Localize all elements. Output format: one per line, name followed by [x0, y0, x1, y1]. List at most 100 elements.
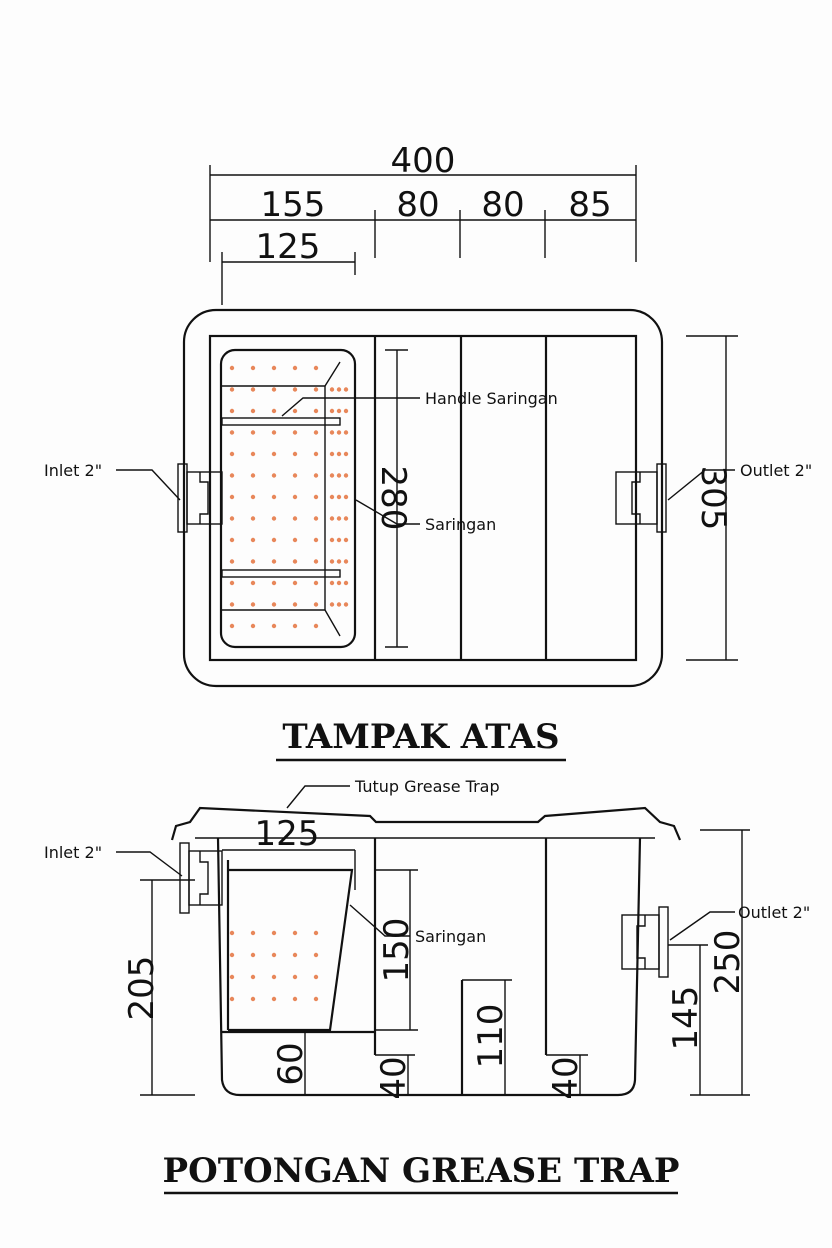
perforation-dot	[343, 537, 349, 543]
perforation-dot	[336, 494, 342, 500]
label-tutup-grease-trap: Tutup Grease Trap	[354, 777, 500, 796]
dim-total-depth: 305	[693, 466, 733, 531]
perforation-dot	[271, 387, 277, 392]
perforation-dot	[250, 516, 256, 521]
perforation-dot	[292, 537, 298, 543]
perforation-dot	[329, 451, 335, 457]
perforation-dot	[292, 623, 298, 629]
perforation-dot	[292, 430, 298, 435]
perforation-dot	[229, 494, 235, 500]
leader-handle	[281, 397, 420, 417]
perforation-dot	[292, 580, 298, 586]
perforation-dot	[343, 473, 349, 478]
top-view: 400 155 80 80 85 125 280 305	[44, 141, 812, 762]
perforation-dot	[329, 408, 335, 414]
perforation-dot	[271, 996, 277, 1002]
perforation-dot	[329, 494, 335, 500]
perforation-dot	[229, 623, 235, 629]
perforation-dot	[250, 387, 256, 392]
perforation-dot	[343, 602, 349, 607]
perforation-dot	[329, 430, 335, 435]
leader-inlet	[116, 469, 181, 501]
perforation-dot	[336, 580, 342, 586]
perforation-dot	[343, 387, 349, 392]
dim-basket-height: 150	[377, 918, 417, 983]
perforation-dot	[329, 580, 335, 586]
perforation-dot	[313, 952, 319, 958]
perforation-dot	[292, 494, 298, 500]
perforation-dot	[313, 516, 319, 521]
perforation-dot	[336, 473, 342, 478]
perforation-dot	[229, 930, 235, 936]
title-tampak-atas: TAMPAK ATAS	[282, 717, 559, 757]
leader-lid	[286, 785, 350, 809]
dim-basket-width: 125	[256, 227, 321, 267]
perforation-dot	[313, 623, 319, 629]
perforation-dot	[229, 365, 235, 371]
dim-seg1: 155	[261, 185, 326, 225]
lid	[170, 806, 682, 841]
perforation-dot	[292, 930, 298, 936]
inlet-pipe-section	[179, 842, 223, 914]
perforation-dot	[271, 408, 277, 414]
perforation-dot	[343, 559, 349, 564]
perforation-dot	[250, 974, 256, 980]
perforation-dot	[329, 516, 335, 521]
perforation-dot	[313, 602, 319, 607]
perforation-dot	[292, 974, 298, 980]
perforation-dot	[292, 473, 298, 478]
perforation-dot	[329, 537, 335, 543]
perforation-dot	[229, 451, 235, 457]
dim-total-width: 400	[391, 141, 456, 181]
perforation-dot	[250, 430, 256, 435]
perforation-dot	[229, 602, 235, 607]
perforation-dot	[313, 430, 319, 435]
perforation-dot	[271, 930, 277, 936]
leader-screen	[349, 904, 410, 937]
perforation-dot	[229, 537, 235, 543]
title-potongan-grease-trap: POTONGAN GREASE TRAP	[163, 1151, 680, 1191]
dim-basket-clearance: 60	[271, 1042, 311, 1085]
perforation-dot	[313, 387, 319, 392]
perforation-dot	[313, 580, 319, 586]
perforation-dot	[250, 580, 256, 586]
perforation-dot	[313, 365, 319, 371]
label-saringan: Saringan	[425, 515, 496, 534]
perforation-dot	[292, 387, 298, 392]
perforation-dot	[271, 537, 277, 543]
perforation-dot	[336, 408, 342, 414]
perforation-dot	[229, 430, 235, 435]
perforation-dot	[250, 494, 256, 500]
perforation-dot	[229, 473, 235, 478]
perforation-dot	[343, 430, 349, 435]
tank-body	[216, 837, 642, 1097]
perforation-dot	[336, 516, 342, 521]
dim-seg4: 85	[568, 185, 611, 225]
dim-basket-length: 280	[373, 466, 413, 531]
perforation-dot	[271, 430, 277, 435]
perforation-dot	[292, 408, 298, 414]
perforation-dot	[229, 996, 235, 1002]
perforation-dot	[336, 430, 342, 435]
perforation-dot	[329, 473, 335, 478]
perforation-dot	[229, 974, 235, 980]
dim-inlet-height: 205	[122, 956, 162, 1021]
dim-basket-width: 125	[255, 814, 320, 854]
screen-basket	[219, 348, 357, 649]
perforation-dot	[329, 559, 335, 564]
perforation-dot	[336, 537, 342, 543]
perforation-dot	[271, 602, 277, 607]
perforation-dots	[229, 365, 349, 629]
outlet-pipe-section	[621, 906, 669, 978]
perforation-dot	[271, 365, 277, 371]
perforation-dot	[271, 559, 277, 564]
perforation-dot	[250, 451, 256, 457]
perforation-dot	[250, 952, 256, 958]
dim-outlet-height: 145	[666, 986, 706, 1051]
perforation-dot	[313, 996, 319, 1002]
label-inlet: Inlet 2"	[44, 461, 102, 480]
perforation-dot	[271, 623, 277, 629]
perforation-dot	[271, 473, 277, 478]
perforation-dot	[313, 974, 319, 980]
